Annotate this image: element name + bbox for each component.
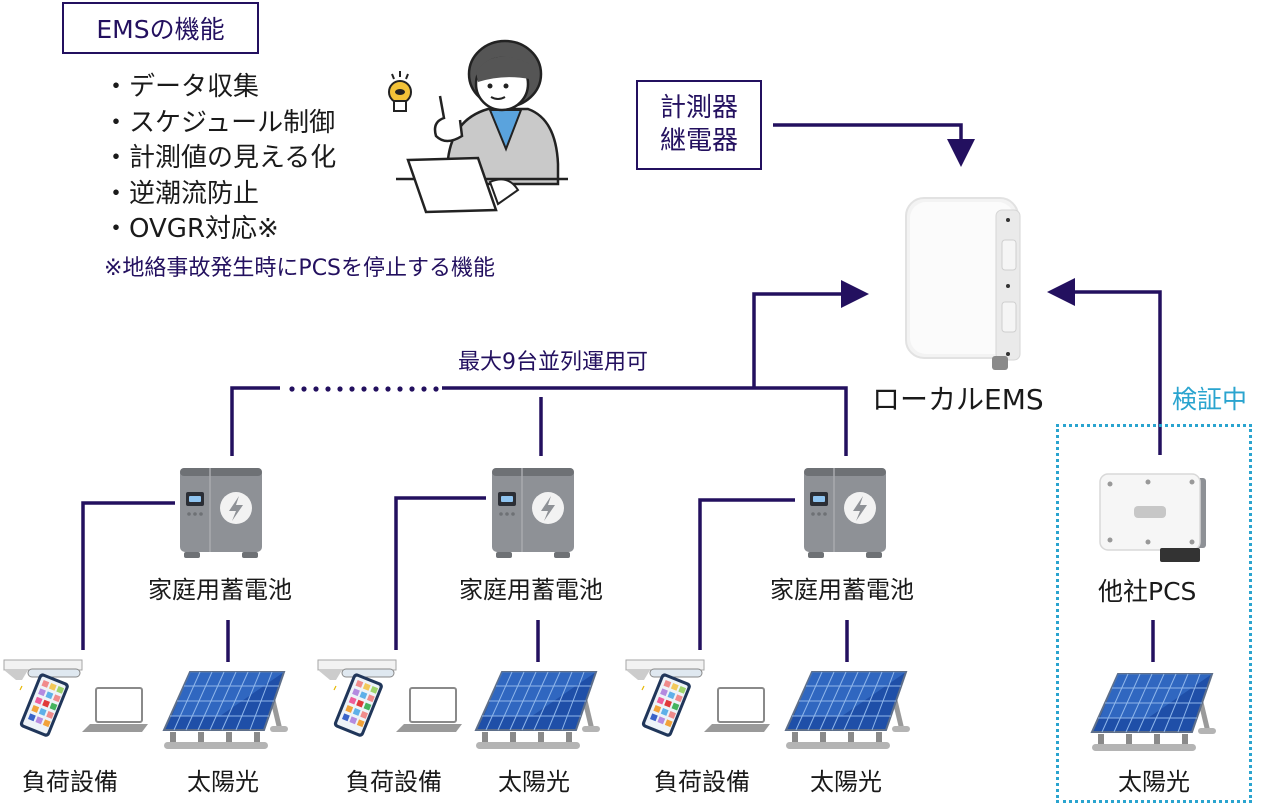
verification-area <box>1056 424 1252 803</box>
feature-item: ・逆潮流防止 <box>103 178 260 209</box>
feature-item: ・データ収集 <box>103 72 260 102</box>
meter-label: 計測器 <box>659 93 738 123</box>
bus-line-left <box>230 386 280 456</box>
feature-item: ・スケジュール制御 <box>103 107 336 138</box>
load-equipment-label: 負荷設備 <box>22 768 118 796</box>
relay-label: 継電器 <box>659 126 738 156</box>
local-ems-label: ローカルEMS <box>872 383 1044 416</box>
load-equipment-image <box>317 659 463 739</box>
feature-item: ・OVGR対応※ <box>103 214 279 244</box>
pcs-to-ems-line <box>1047 278 1162 455</box>
solar-panel-image <box>472 668 602 758</box>
load-equipment-image <box>3 659 149 739</box>
verification-solar-label: 太陽光 <box>1118 768 1190 796</box>
meter-to-ems-line <box>773 123 975 167</box>
solar-label: 太陽光 <box>810 768 882 796</box>
load-equipment-image <box>625 659 771 739</box>
home-battery-image <box>803 467 887 559</box>
home-battery-label: 家庭用蓄電池 <box>148 576 292 604</box>
third-party-pcs-label: 他社PCS <box>1098 577 1197 606</box>
ems-features-title: EMSの機能 <box>62 2 259 54</box>
unit3-battery-to-load-line <box>698 498 795 650</box>
meter-relay-box: 計測器 継電器 <box>636 80 762 170</box>
solar-panel-image <box>782 668 912 758</box>
home-battery-image <box>491 467 575 559</box>
bus-line-right <box>442 386 848 456</box>
third-party-pcs-image <box>1099 473 1206 562</box>
person-with-laptop-illustration <box>388 39 568 214</box>
home-battery-image <box>179 467 263 559</box>
bus-dots <box>289 386 439 392</box>
load-equipment-label: 負荷設備 <box>654 768 750 796</box>
ovgr-footnote: ※地絡事故発生時にPCSを停止する機能 <box>104 256 496 281</box>
unit2-battery-to-load-line <box>394 496 486 650</box>
home-battery-label: 家庭用蓄電池 <box>459 576 603 604</box>
feature-list: ・データ収集 ・スケジュール制御 ・計測値の見える化 ・逆潮流防止 ・OVGR対… <box>103 70 336 248</box>
verification-status-label: 検証中 <box>1172 385 1248 414</box>
feature-item: ・計測値の見える化 <box>103 143 337 173</box>
solar-label: 太陽光 <box>498 768 570 796</box>
home-battery-label: 家庭用蓄電池 <box>770 576 914 604</box>
parallel-operation-note: 最大9台並列運用可 <box>458 350 648 375</box>
unit1-battery-to-load-line <box>81 501 175 650</box>
lightbulb-icon <box>388 71 412 112</box>
solar-label: 太陽光 <box>187 768 259 796</box>
load-equipment-label: 負荷設備 <box>346 768 442 796</box>
local-ems-device-image <box>905 197 1021 370</box>
solar-panel-image <box>1088 670 1218 760</box>
bus-to-ems-line <box>752 280 869 388</box>
solar-panel-image <box>160 668 290 758</box>
